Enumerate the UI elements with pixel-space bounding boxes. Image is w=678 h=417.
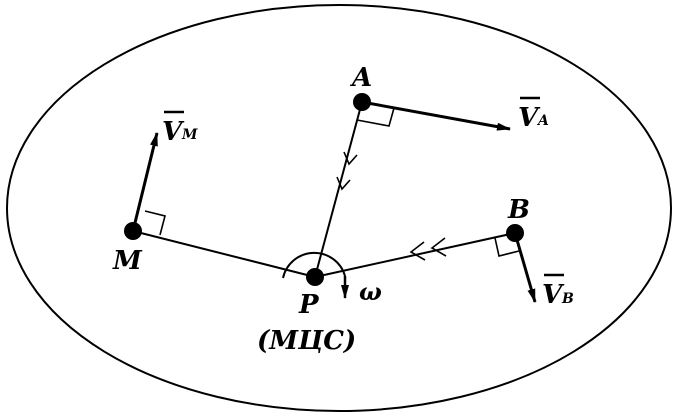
label-P: P — [298, 290, 320, 320]
velocity-arrow-B — [513, 232, 537, 303]
svg-text:V: V — [542, 280, 565, 310]
right-angle-B — [494, 237, 520, 257]
body-ellipse — [6, 4, 672, 412]
velocity-arrow-A — [361, 100, 511, 131]
point-B — [506, 224, 524, 242]
chevron-PA-2 — [336, 176, 351, 191]
velocity-arrow-M — [131, 132, 159, 232]
point-M — [124, 222, 142, 240]
svg-text:V: V — [518, 103, 541, 133]
svg-text:V: V — [162, 117, 185, 147]
omega-label: ω — [359, 277, 382, 306]
label-B: B — [507, 195, 530, 225]
chevron-PA-1 — [343, 151, 358, 166]
velocity-label-B: V B — [542, 273, 574, 310]
omega-arc — [282, 251, 346, 279]
point-P — [306, 268, 324, 286]
chevron-PB-2 — [409, 241, 426, 261]
chevron-PB-1 — [430, 237, 447, 257]
svg-text:A: A — [536, 113, 549, 129]
label-P-note: (МЦС) — [257, 326, 356, 356]
svg-text:M: M — [181, 127, 198, 143]
right-angle-M — [144, 210, 166, 236]
velocity-label-A: V A — [518, 96, 549, 133]
point-A — [353, 93, 371, 111]
label-M: M — [112, 246, 143, 276]
right-angle-A — [356, 107, 395, 127]
radius-PA — [314, 101, 363, 278]
radius-PM — [132, 230, 316, 278]
label-A: A — [349, 63, 372, 93]
svg-text:B: B — [561, 291, 574, 307]
velocity-label-M: V M — [162, 110, 198, 147]
